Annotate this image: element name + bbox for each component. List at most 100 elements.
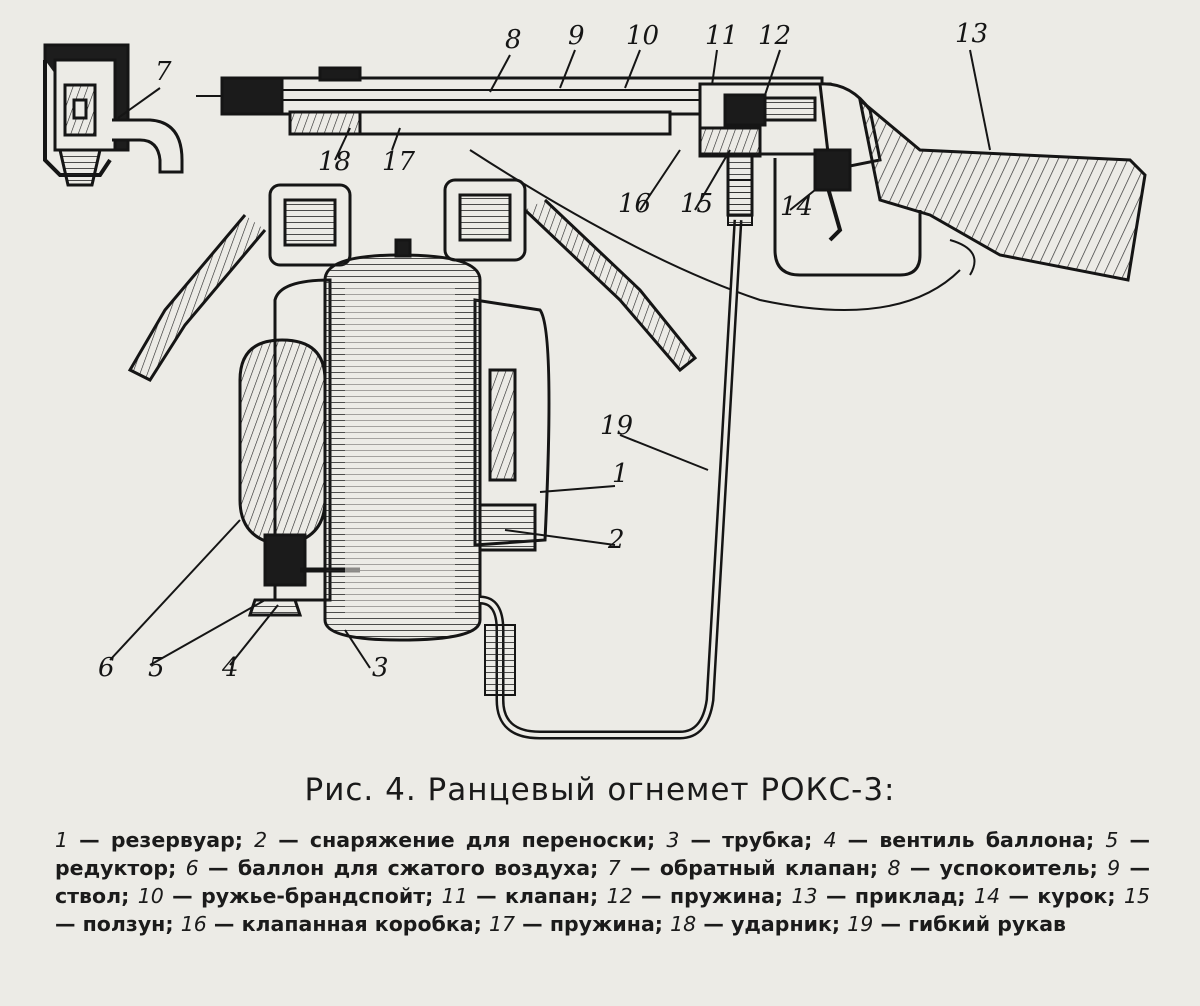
legend-text: курок — [1037, 884, 1108, 908]
legend-text: редуктор — [55, 856, 169, 880]
legend-number: 6 — [185, 856, 199, 880]
legend-number: 4 — [823, 828, 837, 852]
callout-6: 6 — [98, 653, 115, 683]
legend-text: клапан — [505, 884, 590, 908]
figure-title: Рис. 4. Ранцевый огнемет РОКС-3: — [304, 772, 896, 808]
legend-separator: ; — [590, 856, 608, 880]
leader-lines — [109, 49, 991, 669]
legend-text: ползун — [82, 912, 166, 936]
legend-item: 8 — успокоитель; — [887, 856, 1107, 880]
legend-number: 1 — [55, 828, 69, 852]
legend-text: баллон для сжатого воздуха — [237, 856, 591, 880]
legend-text: трубка — [722, 828, 805, 852]
legend-separator: ; — [654, 912, 671, 936]
legend-separator: ; — [589, 884, 607, 908]
legend-item: 7 — обратный клапан; — [608, 856, 888, 880]
callout-12: 12 — [758, 21, 791, 51]
legend-text: ударник — [731, 912, 832, 936]
legend-text: приклад — [854, 884, 958, 908]
legend-separator: ; — [804, 828, 824, 852]
legend-dash: — — [198, 856, 238, 880]
legend-item: 4 — вентиль баллона; — [823, 828, 1105, 852]
callout-18: 18 — [318, 147, 351, 177]
flamethrower-diagram: 1 2 3 4 5 6 7 8 9 10 11 12 13 14 15 16 1… — [43, 19, 1147, 740]
legend-number: 5 — [1105, 828, 1119, 852]
legend-text: пружина — [669, 884, 775, 908]
legend-item: 2 — снаряжение для переноски; — [254, 828, 666, 852]
legend-separator: ; — [1089, 856, 1108, 880]
legend-number: 7 — [607, 856, 621, 880]
callout-13: 13 — [955, 19, 988, 49]
callout-16: 16 — [618, 189, 651, 219]
legend-dash: — — [836, 828, 880, 852]
callout-15: 15 — [680, 189, 713, 219]
callout-1: 1 — [612, 459, 629, 489]
legend-item: 3 — трубка; — [666, 828, 823, 852]
legend-number: 16 — [180, 912, 207, 936]
fuel-hose — [479, 179, 753, 740]
legend-separator: ; — [1107, 884, 1124, 908]
legend-separator: ; — [957, 884, 975, 908]
legend-item: 10 — ружье-брандспойт; — [138, 884, 442, 908]
legend-dash: — — [620, 856, 660, 880]
legend-text: снаряжение для переноски — [309, 828, 647, 852]
legend-separator: ; — [234, 828, 255, 852]
legend-number: 17 — [488, 912, 516, 936]
legend-number: 19 — [847, 912, 874, 936]
legend-number: 13 — [791, 884, 818, 908]
legend-number: 8 — [887, 856, 901, 880]
legend-dash: — — [873, 912, 909, 936]
legend-dash: — — [55, 912, 83, 936]
legend-item: 6 — баллон для сжатого воздуха; — [186, 856, 608, 880]
legend-dash: — — [900, 856, 940, 880]
legend-dash: — — [632, 884, 670, 908]
callout-numbers: 1 2 3 4 5 6 7 8 9 10 11 12 13 14 15 16 1… — [98, 19, 988, 683]
legend-dash: — — [696, 912, 732, 936]
legend-text: гибкий рукав — [908, 912, 1067, 936]
legend-separator: ; — [869, 856, 888, 880]
legend-item: 5 — редуктор; — [55, 828, 1150, 880]
callout-10: 10 — [626, 21, 659, 51]
figure-legend: 1 — резервуар; 2 — снаряжение для перено… — [55, 826, 1150, 938]
legend-item: 1 — резервуар; — [55, 828, 254, 852]
legend-dash: — — [467, 884, 506, 908]
flamethrower-gun — [196, 66, 1147, 311]
legend-separator: ; — [831, 912, 848, 936]
callout-19: 19 — [600, 411, 633, 441]
legend-item: 15 — ползун; — [55, 884, 1150, 936]
legend-item: 16 — клапанная коробка; — [181, 912, 489, 936]
legend-dash: — — [163, 884, 202, 908]
legend-number: 11 — [441, 884, 468, 908]
legend-number: 18 — [670, 912, 697, 936]
legend-item: 14 — курок; — [974, 884, 1124, 908]
legend-text: вентиль баллона — [879, 828, 1086, 852]
legend-item: 18 — ударник; — [670, 912, 847, 936]
legend-dash: — — [1120, 856, 1150, 880]
legend-separator: ; — [121, 884, 138, 908]
callout-3: 3 — [372, 653, 389, 683]
legend-text: обратный клапан — [659, 856, 870, 880]
legend-dash: — — [1118, 828, 1151, 852]
legend-text: резервуар — [110, 828, 235, 852]
legend-number: 10 — [137, 884, 164, 908]
legend-dash: — — [267, 828, 310, 852]
legend-item: 13 — приклад; — [792, 884, 975, 908]
legend-separator: ; — [473, 912, 489, 936]
legend-dash: — — [679, 828, 723, 852]
callout-2: 2 — [607, 525, 625, 555]
legend-separator: ; — [168, 856, 186, 880]
fuel-reservoir — [323, 238, 482, 642]
legend-separator: ; — [165, 912, 181, 936]
legend-item: 11 — клапан; — [442, 884, 607, 908]
legend-item: 17 — пружина; — [489, 912, 670, 936]
legend-number: 9 — [1107, 856, 1121, 880]
legend-number: 12 — [606, 884, 633, 908]
callout-14: 14 — [780, 192, 813, 222]
legend-separator: ; — [646, 828, 667, 852]
check-valve-inset — [43, 43, 184, 187]
legend-number: 14 — [974, 884, 1001, 908]
legend-text: клапанная коробка — [241, 912, 474, 936]
legend-text: успокоитель — [939, 856, 1090, 880]
callout-8: 8 — [505, 25, 522, 55]
legend-number: 2 — [254, 828, 268, 852]
